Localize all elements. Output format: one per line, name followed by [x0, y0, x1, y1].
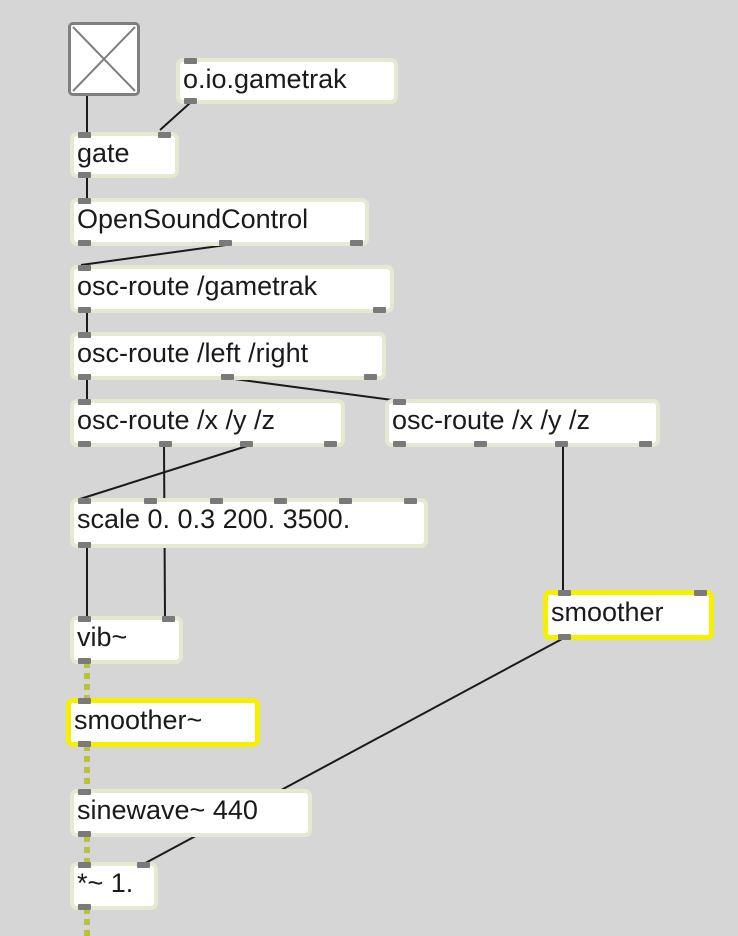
- object-label: smoother: [551, 597, 664, 627]
- object-label: vib~: [77, 622, 128, 652]
- cord-routexyz-scale: [79, 445, 248, 500]
- toggle-x-icon: [72, 26, 136, 92]
- object-osc-route-xyz-left[interactable]: osc-route /x /y /z: [70, 399, 345, 447]
- cord-gametrak-gate: [159, 102, 191, 131]
- object-label: osc-route /x /y /z: [77, 405, 276, 435]
- outlet[interactable]: [78, 741, 91, 747]
- outlet[interactable]: [78, 172, 91, 178]
- object-label: osc-route /x /y /z: [392, 405, 591, 435]
- inlet[interactable]: [393, 399, 406, 405]
- object-smoother-signal[interactable]: smoother~: [66, 698, 260, 747]
- object-osc-route-left-right[interactable]: osc-route /left /right: [70, 332, 386, 380]
- outlet[interactable]: [639, 441, 652, 447]
- outlet[interactable]: [555, 441, 568, 447]
- object-label: osc-route /gametrak: [77, 271, 318, 301]
- inlet[interactable]: [78, 789, 91, 795]
- outlet[interactable]: [219, 240, 232, 246]
- inlet[interactable]: [78, 862, 91, 868]
- inlet[interactable]: [78, 399, 91, 405]
- cord-osc-routegametrak: [80, 244, 227, 266]
- object-gate[interactable]: gate: [70, 132, 179, 178]
- cord-routelr-routexyzright: [226, 377, 401, 402]
- inlet[interactable]: [78, 198, 91, 204]
- outlet[interactable]: [78, 374, 91, 380]
- outlet[interactable]: [350, 240, 363, 246]
- object-scale[interactable]: scale 0. 0.3 200. 3500.: [70, 498, 428, 548]
- object-osc-route-xyz-right[interactable]: osc-route /x /y /z: [385, 399, 660, 447]
- outlet[interactable]: [373, 307, 386, 313]
- outlet[interactable]: [159, 441, 172, 447]
- inlet[interactable]: [274, 498, 287, 504]
- inlet[interactable]: [404, 498, 417, 504]
- outlet[interactable]: [184, 98, 197, 104]
- inlet[interactable]: [78, 265, 91, 271]
- object-opensoundcontrol[interactable]: OpenSoundControl: [70, 198, 369, 246]
- inlet[interactable]: [558, 590, 571, 596]
- object-label: sinewave~ 440: [77, 795, 258, 825]
- outlet[interactable]: [78, 307, 91, 313]
- outlet[interactable]: [558, 634, 571, 640]
- object-label: *~ 1.: [77, 868, 134, 898]
- outlet[interactable]: [364, 374, 377, 380]
- inlet[interactable]: [78, 132, 91, 138]
- inlet[interactable]: [78, 332, 91, 338]
- object-label: OpenSoundControl: [77, 204, 309, 234]
- object-smoother[interactable]: smoother: [543, 590, 714, 640]
- object-label: smoother~: [74, 705, 203, 735]
- object-label: gate: [77, 138, 130, 168]
- inlet[interactable]: [78, 498, 91, 504]
- inlet[interactable]: [78, 616, 91, 622]
- inlet[interactable]: [694, 590, 707, 596]
- outlet[interactable]: [78, 240, 91, 246]
- outlet[interactable]: [221, 374, 234, 380]
- outlet[interactable]: [78, 542, 91, 548]
- inlet[interactable]: [78, 698, 91, 704]
- object-label: osc-route /left /right: [77, 338, 309, 368]
- inlet[interactable]: [137, 862, 150, 868]
- inlet[interactable]: [184, 58, 197, 64]
- toggle-box[interactable]: [68, 22, 140, 96]
- object-label: scale 0. 0.3 200. 3500.: [77, 504, 351, 534]
- inlet[interactable]: [339, 498, 352, 504]
- object-o-io-gametrak[interactable]: o.io.gametrak: [176, 58, 398, 104]
- outlet[interactable]: [78, 658, 91, 664]
- inlet[interactable]: [144, 498, 157, 504]
- object-sinewave[interactable]: sinewave~ 440: [70, 789, 312, 837]
- object-multiply-signal[interactable]: *~ 1.: [70, 862, 158, 910]
- outlet[interactable]: [393, 441, 406, 447]
- object-osc-route-gametrak[interactable]: osc-route /gametrak: [70, 265, 394, 313]
- outlet[interactable]: [474, 441, 487, 447]
- inlet[interactable]: [158, 132, 171, 138]
- object-vib[interactable]: vib~: [70, 616, 183, 664]
- outlet[interactable]: [78, 904, 91, 910]
- object-label: o.io.gametrak: [183, 64, 347, 94]
- inlet[interactable]: [210, 498, 223, 504]
- outlet[interactable]: [78, 441, 91, 447]
- outlet[interactable]: [240, 441, 253, 447]
- inlet[interactable]: [162, 616, 175, 622]
- outlet[interactable]: [78, 831, 91, 837]
- outlet[interactable]: [324, 441, 337, 447]
